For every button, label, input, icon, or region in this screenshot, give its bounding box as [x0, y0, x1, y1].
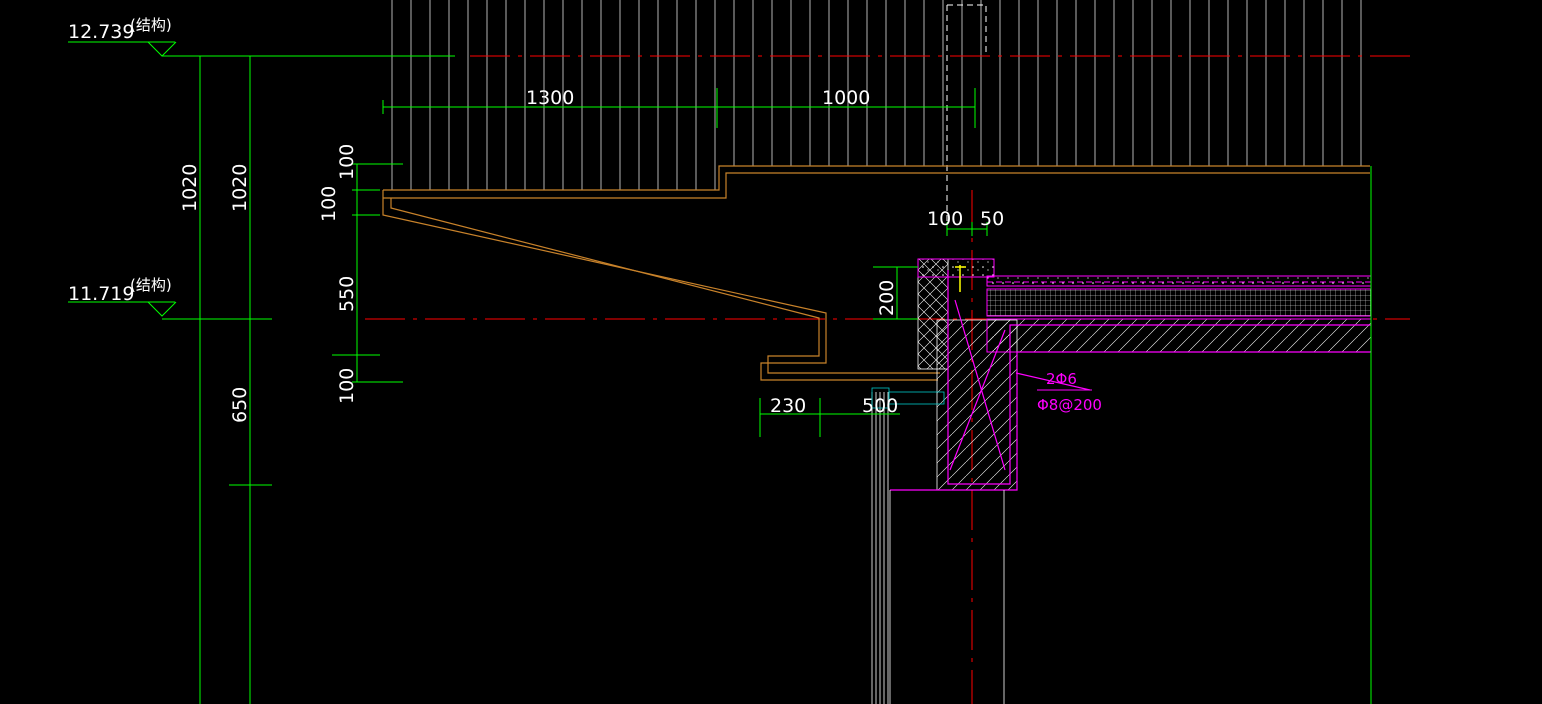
dim-100-horizontal: 100: [927, 208, 963, 230]
elevation-top-label: 12.739: [68, 21, 134, 43]
dim-500: 500: [862, 395, 898, 417]
dim-200: 200: [876, 280, 898, 316]
structure-note-mid: (结构): [130, 276, 172, 294]
rebar: [890, 270, 1371, 491]
elevation-mid-label: 11.719: [68, 283, 134, 305]
embedded-part: [955, 265, 966, 292]
dim-100-second: 100: [318, 186, 340, 222]
dim-1300: 1300: [526, 87, 574, 109]
rebar-main-label: 2Φ6: [1046, 370, 1077, 388]
dimension-lines: [68, 41, 988, 704]
dim-1020-a: 1020: [179, 164, 201, 212]
top-dashed-box: [947, 4, 987, 56]
window-frame: [871, 387, 1005, 704]
canopy-outline: [382, 165, 1370, 381]
dim-100-bottom: 100: [336, 368, 358, 404]
dim-50: 50: [980, 208, 1004, 230]
dim-100-top: 100: [336, 144, 358, 180]
dim-1000: 1000: [822, 87, 870, 109]
structure-note-top: (结构): [130, 16, 172, 34]
dim-650: 650: [229, 387, 251, 423]
rebar-stirrup-label: Φ8@200: [1037, 396, 1102, 414]
dim-550: 550: [336, 276, 358, 312]
dim-230: 230: [770, 395, 806, 417]
dim-1020-b: 1020: [229, 164, 251, 212]
slab-layers: [986, 275, 1372, 353]
cladding-lines: [391, 0, 1362, 190]
beam-section: [917, 258, 1018, 491]
